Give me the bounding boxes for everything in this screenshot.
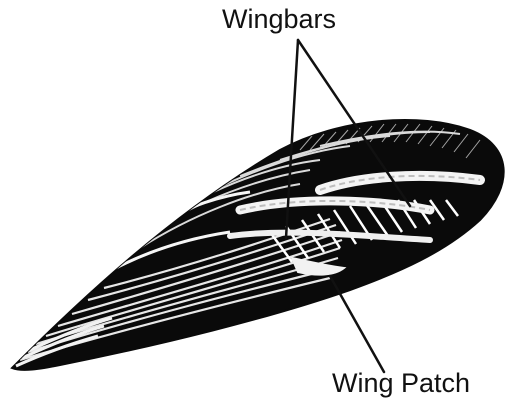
wing-patch-label: Wing Patch xyxy=(332,370,470,397)
wing-patch-pointer xyxy=(330,276,384,372)
wingbars-label: Wingbars xyxy=(222,6,336,33)
